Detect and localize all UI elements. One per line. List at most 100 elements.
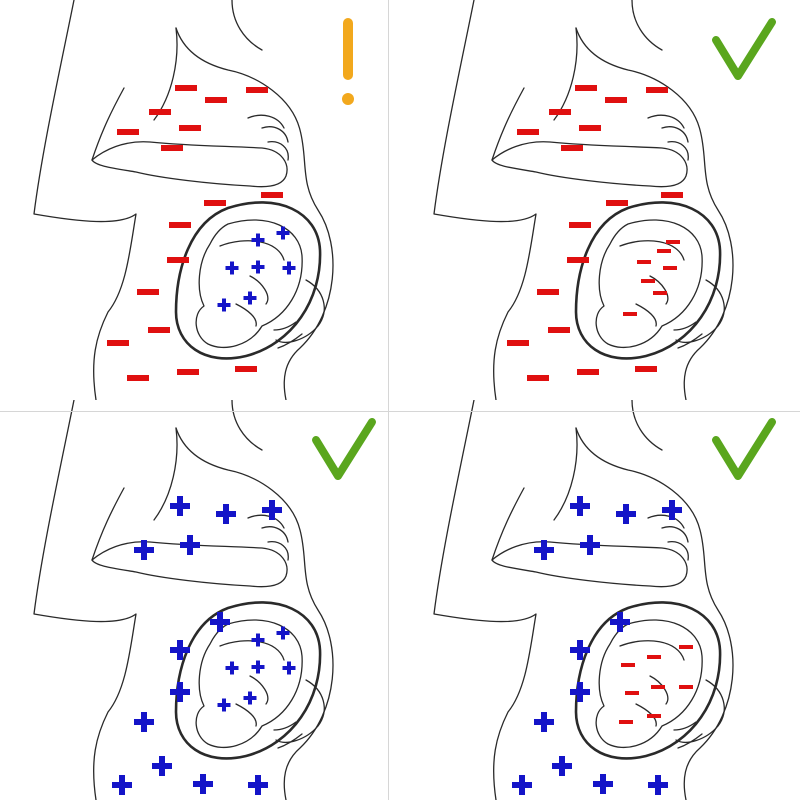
pregnant-woman-outline <box>434 0 733 400</box>
pregnant-woman-outline <box>34 0 333 400</box>
mother-plus-sign <box>570 640 590 660</box>
upper-arm <box>492 428 577 560</box>
mother-plus-sign <box>593 774 613 794</box>
baby-minus-sign <box>637 260 651 264</box>
mother-plus-sign <box>648 775 668 795</box>
mother-minus-sign <box>167 257 189 263</box>
mother-minus-sign <box>569 222 591 228</box>
baby-plus-sign <box>283 262 296 275</box>
panel-bottom-right <box>400 400 800 800</box>
baby-minus-sign <box>619 720 633 724</box>
baby-minus-sign <box>647 714 661 718</box>
panel-top-right <box>400 0 800 400</box>
checkmark-icon <box>716 422 772 476</box>
mother-minus-sign <box>646 87 668 93</box>
baby-outline <box>196 620 302 747</box>
mother-minus-sign <box>537 289 559 295</box>
mother-plus-sign <box>570 682 590 702</box>
baby-minus-sign <box>679 685 693 689</box>
mother-plus-sign <box>248 775 268 795</box>
baby-plus-sign <box>252 234 265 247</box>
mother-minus-sign <box>235 366 257 372</box>
mother-plus-sign <box>193 774 213 794</box>
baby-minus-sign <box>647 655 661 659</box>
mother-minus-sign <box>577 369 599 375</box>
hand-fingers <box>648 115 688 160</box>
baby-minus-sign <box>651 685 665 689</box>
baby-plus-sign <box>244 692 257 705</box>
mother-plus-sign <box>134 540 154 560</box>
body-back-contour <box>34 400 262 800</box>
mother-minus-sign <box>107 340 129 346</box>
mother-plus-sign <box>180 535 200 555</box>
baby-plus-sign <box>218 699 231 712</box>
mother-minus-sign <box>117 129 139 135</box>
mother-minus-sign <box>137 289 159 295</box>
mother-minus-sign <box>127 375 149 381</box>
baby-minus-sign <box>653 291 667 295</box>
mother-minus-sign <box>246 87 268 93</box>
baby-minus-sign <box>679 645 693 649</box>
vertical-divider <box>388 0 389 800</box>
mother-minus-sign <box>527 375 549 381</box>
mother-plus-sign <box>534 712 554 732</box>
upper-arm <box>492 28 577 160</box>
mother-plus-sign <box>552 756 572 776</box>
mother-plus-sign <box>534 540 554 560</box>
panel-bottom-left <box>0 400 400 800</box>
mother-minus-sign <box>548 327 570 333</box>
charge-signs <box>512 496 693 795</box>
mother-minus-sign <box>507 340 529 346</box>
baby-outline <box>596 220 702 347</box>
baby-plus-sign <box>277 227 290 240</box>
panel-drawing <box>0 0 400 400</box>
baby-minus-sign <box>666 240 680 244</box>
exclamation-icon <box>342 18 354 105</box>
charge-signs <box>112 496 296 795</box>
baby-plus-sign <box>244 292 257 305</box>
baby-limbs <box>620 641 684 726</box>
panel-drawing <box>0 400 400 800</box>
baby-minus-sign <box>625 691 639 695</box>
mother-minus-sign <box>149 109 171 115</box>
baby-outline <box>596 620 702 747</box>
mother-minus-sign <box>148 327 170 333</box>
pregnant-woman-outline <box>34 400 333 800</box>
body-back-contour <box>434 400 662 800</box>
hand-fingers <box>248 115 288 160</box>
mother-minus-sign <box>169 222 191 228</box>
panel-drawing <box>400 0 800 400</box>
baby-plus-sign <box>252 634 265 647</box>
mother-minus-sign <box>179 125 201 131</box>
baby-plus-sign <box>226 262 239 275</box>
mother-plus-sign <box>262 500 282 520</box>
baby-minus-sign <box>621 663 635 667</box>
body-front-contour <box>576 428 733 800</box>
baby-plus-sign <box>218 299 231 312</box>
baby-plus-sign <box>252 661 265 674</box>
mother-plus-sign <box>134 712 154 732</box>
mother-minus-sign <box>635 366 657 372</box>
mother-plus-sign <box>170 496 190 516</box>
baby-plus-sign <box>252 261 265 274</box>
baby-outline <box>196 220 302 347</box>
mother-minus-sign <box>661 192 683 198</box>
mother-minus-sign <box>177 369 199 375</box>
baby-plus-sign <box>226 662 239 675</box>
charge-signs <box>107 85 296 381</box>
mother-minus-sign <box>561 145 583 151</box>
baby-minus-sign <box>657 249 671 253</box>
mother-plus-sign <box>112 775 132 795</box>
baby-minus-sign <box>641 279 655 283</box>
body-back-contour <box>34 0 262 400</box>
mother-plus-sign <box>512 775 532 795</box>
hand-fingers <box>648 515 688 560</box>
mother-minus-sign <box>606 200 628 206</box>
mother-plus-sign <box>216 504 236 524</box>
womb-outline <box>176 602 320 758</box>
mother-minus-sign <box>605 97 627 103</box>
baby-plus-sign <box>283 662 296 675</box>
mother-plus-sign <box>662 500 682 520</box>
body-front-contour <box>176 28 333 400</box>
horizontal-divider <box>0 411 800 412</box>
